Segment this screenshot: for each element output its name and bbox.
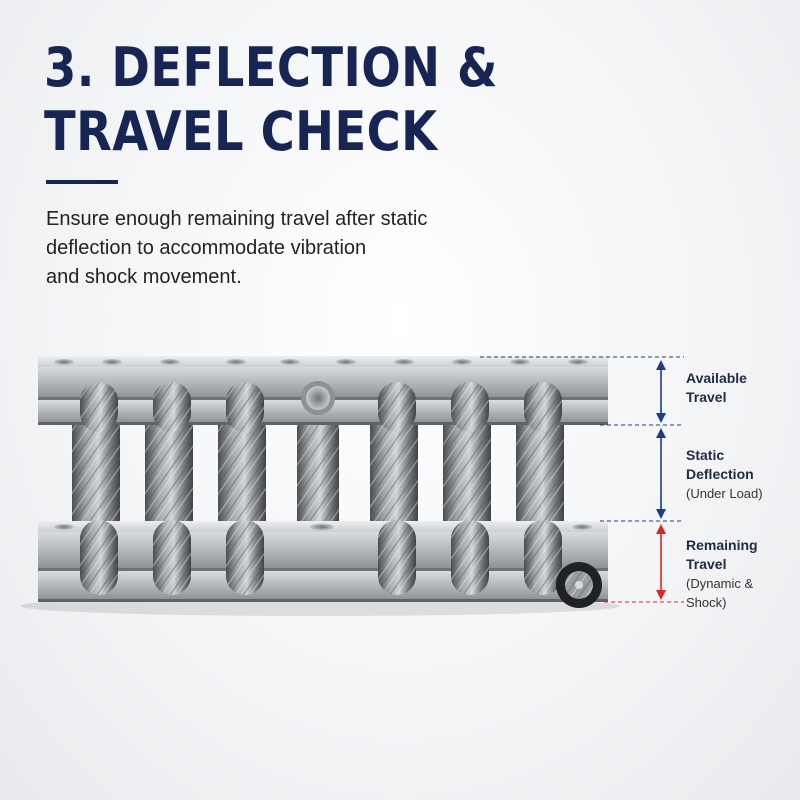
- rope-end-cap: [556, 562, 602, 608]
- arrow-double-vertical-icon: [656, 524, 666, 600]
- title-line-1: 3. DEFLECTION &: [44, 36, 498, 99]
- description-line-1: Ensure enough remaining travel after sta…: [46, 208, 428, 230]
- arrow-double-vertical-icon: [656, 360, 666, 423]
- remaining-note-1: (Dynamic &: [686, 576, 754, 591]
- page-title: 3. DEFLECTION & TRAVEL CHECK: [44, 36, 498, 164]
- available-line-1: Available: [686, 370, 747, 386]
- remaining-line-2: Travel: [686, 556, 727, 572]
- static-line-1: Static: [686, 447, 725, 463]
- remaining-note-2: Shock): [686, 595, 727, 610]
- title-line-2: TRAVEL CHECK: [44, 100, 438, 163]
- label-available-travel: Available Travel: [686, 369, 747, 407]
- bottom-mounting-bar: [38, 521, 608, 602]
- top-mounting-bar: [38, 356, 608, 425]
- description-line-2: deflection to accommodate vibration: [46, 237, 367, 259]
- label-remaining-travel: Remaining Travel (Dynamic & Shock): [686, 536, 758, 612]
- dimension-guides: [480, 356, 684, 603]
- coil-front-strands: [80, 520, 562, 595]
- label-static-deflection: Static Deflection (Under Load): [686, 446, 763, 503]
- remaining-line-1: Remaining: [686, 537, 758, 553]
- arrow-double-vertical-icon: [656, 428, 666, 519]
- available-line-2: Travel: [686, 389, 727, 405]
- title-underline: [46, 180, 118, 184]
- description: Ensure enough remaining travel after sta…: [46, 205, 466, 292]
- coil-top-strands: [80, 382, 562, 432]
- coil-4: [297, 420, 339, 530]
- static-line-2: Deflection: [686, 466, 754, 482]
- static-note: (Under Load): [686, 486, 763, 501]
- description-line-3: and shock movement.: [46, 266, 242, 288]
